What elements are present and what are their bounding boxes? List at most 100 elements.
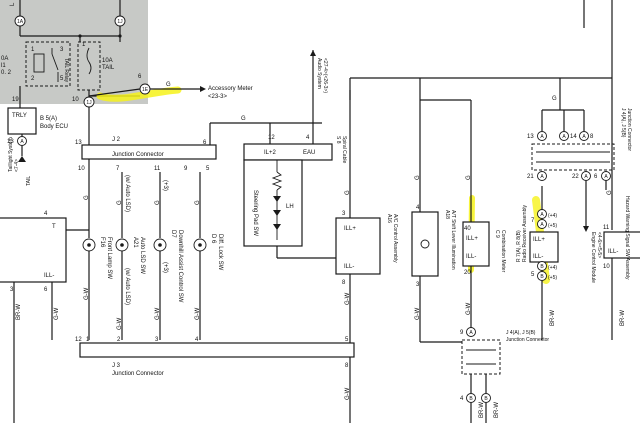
svg-text:B: B [469,396,473,402]
svg-text:ILL-: ILL- [466,254,476,260]
junction-connector-j4-bottom: A 9 B 4 B J 4(A), J 5(B) Junction Connec… [460,327,549,403]
switch-front-lamp: F16 Front Lamp SW G-W [82,230,112,340]
svg-text:5: 5 [345,337,349,343]
svg-text:12: 12 [75,337,82,343]
fuse-name: TAIL [102,65,115,71]
engine-ecm-label: Engine Control Module [590,232,596,283]
svg-text:8: 8 [342,280,346,286]
svg-text:3: 3 [342,211,346,217]
svg-text:Body ECU: Body ECU [40,124,68,130]
svg-text:8: 8 [345,363,349,369]
svg-text:11: 11 [603,225,610,231]
svg-text:4: 4 [416,205,420,211]
svg-text:1A: 1A [17,19,24,25]
svg-text:0. 2: 0. 2 [1,70,12,76]
svg-text:12: 12 [268,135,275,141]
svg-text:l1: l1 [1,63,6,69]
svg-text:ILL+: ILL+ [533,237,545,243]
svg-text:(w/ Auto LSD): (w/ Auto LSD) [124,175,130,212]
svg-text:1J: 1J [117,19,123,25]
relay-panel-background [0,0,148,104]
svg-text:1: 1 [31,47,35,53]
svg-text:<7-4>: <7-4> [14,159,20,172]
svg-text:13: 13 [75,140,82,146]
svg-text:G-W: G-W [195,307,201,320]
svg-text:ILL+: ILL+ [344,226,356,232]
connector-1e: 1E [139,83,151,95]
accessory-meter-ref: <23-3> [208,94,228,100]
switch-diff-lock: D 6 Diff. Lock SW G-W [193,172,223,340]
svg-text:B: B [540,264,544,270]
svg-text:1J: 1J [86,100,92,106]
junction-connector-j3: 12 5 J 3 Junction Connector 1 2 3 4 8 [75,337,355,377]
taillight-system: Taillight System <7-4> TAIL [8,137,32,186]
svg-text:J 3: J 3 [112,363,121,369]
svg-text:BR-W: BR-W [620,310,626,326]
svg-text:G-W: G-W [155,307,161,320]
svg-text:0A: 0A [1,56,8,62]
engine-ecm-ref: <4-6><5-5> [596,232,602,258]
svg-text:7: 7 [116,166,120,172]
svg-text:ILL+: ILL+ [466,236,478,242]
svg-text:(+4): (+4) [548,265,557,271]
svg-text:4: 4 [44,211,48,217]
switch-downhill-assist: (+3) D7 Downhill Assist Control SW (+3) … [153,172,183,340]
steering-pad-switch: 12 4 IL+2 EAU Steering Pad SW LH [243,135,333,247]
svg-text:2: 2 [117,337,121,343]
audio-system-label: Audio System [316,58,322,89]
relay-panel: L 1A 1J 1 2 3 5 TAIL Relay 0A l1 0. 2 [0,0,148,108]
svg-text:21: 21 [527,174,534,180]
svg-text:13: 13 [527,134,534,140]
svg-text:G: G [345,190,351,195]
body-ecu: TRLY B 5(A) Body ECU 13 A [7,107,68,146]
svg-text:Auto LSD SW: Auto LSD SW [139,237,145,274]
svg-text:A: A [469,330,473,336]
svg-text:3: 3 [416,282,420,288]
svg-text:A: A [540,222,544,228]
svg-text:J 4(A), J 5(B): J 4(A), J 5(B) [620,108,626,138]
svg-text:IL+2: IL+2 [264,150,277,156]
svg-text:G: G [466,175,472,180]
svg-text:1: 1 [82,42,86,48]
svg-text:D7: D7 [170,230,176,238]
svg-text:A: A [20,139,24,145]
svg-text:G-W: G-W [54,307,60,320]
svg-text:A16: A16 [386,214,392,223]
svg-text:19: 19 [12,97,19,103]
svg-text:Radio Receiver Assembly: Radio Receiver Assembly [522,205,528,262]
svg-text:ILL-: ILL- [533,254,543,260]
svg-text:3: 3 [60,47,64,53]
svg-text:BR-W: BR-W [16,304,22,320]
svg-text:Downhill Assist Control SW: Downhill Assist Control SW [177,230,183,303]
svg-text:A/T Shift Lever Illumination: A/T Shift Lever Illumination [450,210,456,270]
svg-text:EAU: EAU [303,150,315,156]
svg-text:Junction Connector: Junction Connector [506,337,549,343]
wire-l-label: L [10,2,16,6]
ac-control-assembly: 3 ILL+ ILL- 8 A16 A/C Control Assembly [335,211,398,286]
svg-text:5: 5 [206,166,210,172]
svg-text:R 7(A), R 8(B): R 7(A), R 8(B) [516,230,522,262]
svg-text:10: 10 [72,97,79,103]
svg-text:10: 10 [78,166,85,172]
accessory-meter-label: Accessory Meter [208,86,253,92]
svg-text:ILL-: ILL- [344,264,354,270]
junction-connector-j4-top: 13 A A 14 A 8 21 A 22 A 6 A J 4(A), J 5(… [527,108,632,181]
svg-text:TRLY: TRLY [12,113,27,119]
svg-text:(+5): (+5) [548,275,557,281]
svg-text:A: A [540,134,544,140]
left-device: 4 T ILL- 3 6 [0,211,67,293]
svg-text:(+3): (+3) [162,180,168,191]
svg-text:11: 11 [154,166,161,172]
svg-text:6: 6 [203,140,207,146]
svg-text:(+4): (+4) [548,213,557,219]
hazard-warning-switch: 11 ILL- 10 Hazard Warning Signal SW Asse… [603,196,640,280]
at-shift-lever-illumination: 4 3 A18 A/T Shift Lever Illumination [411,205,456,288]
svg-text:A/C Control Assembly: A/C Control Assembly [392,214,398,263]
svg-text:TAIL: TAIL [26,176,32,186]
svg-text:Spiral Cable: Spiral Cable [341,136,347,163]
svg-text:G: G [84,195,90,200]
svg-text:A: A [604,174,608,180]
svg-text:C 9: C 9 [494,230,500,238]
svg-text:6: 6 [44,287,48,293]
